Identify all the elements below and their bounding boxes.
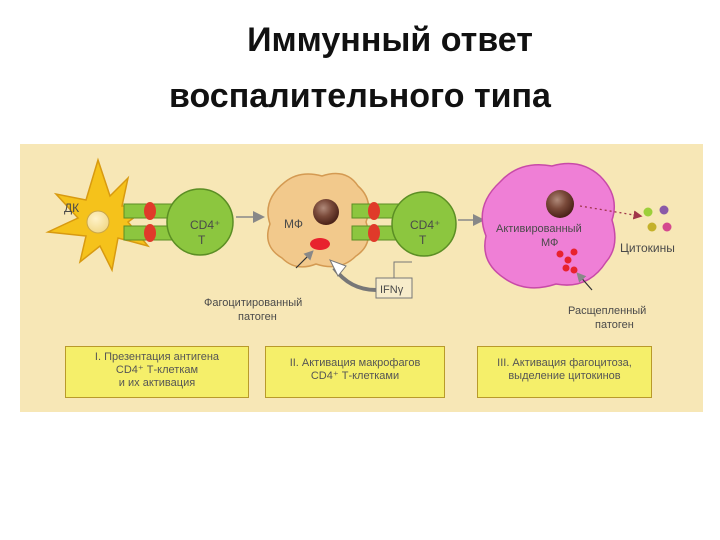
activated-macrophage <box>481 162 616 289</box>
ifn-gamma <box>328 259 413 299</box>
arrow-icon <box>576 272 593 291</box>
t-cell-2-label-a: CD4⁺ <box>410 218 440 232</box>
title-line-1: Иммунный ответ <box>247 21 533 59</box>
ifn-label: IFNγ <box>380 284 404 296</box>
title-line-2: воспалительного типа <box>169 77 551 115</box>
activated-mf-label-b: МФ <box>541 237 558 249</box>
stage-1-line-3: и их активация <box>118 377 196 389</box>
stage-box-2: II. Активация макрофагов CD4⁺ Т-клетками <box>265 346 445 398</box>
phago-label-b: патоген <box>238 311 277 323</box>
cytokines-label: Цитокины <box>620 241 675 255</box>
stage-1-line-1: I. Презентация антигена <box>94 351 220 363</box>
stage-2-line-1: II. Активация макрофагов <box>289 357 421 369</box>
dendritic-cell <box>45 157 153 273</box>
arrow-icon <box>295 250 314 269</box>
dc-t-cell-contact <box>123 202 173 242</box>
dc-label: ДК <box>64 201 79 215</box>
t-cell-2 <box>391 191 457 257</box>
stage-box-1: I. Презентация антигена CD4⁺ Т-клеткам и… <box>65 346 249 398</box>
stage-1-line-2: CD4⁺ Т-клеткам <box>115 364 199 376</box>
split-label-a: Расщепленный <box>568 305 646 317</box>
stage-3-line-2: выделение цитокинов <box>508 370 621 382</box>
macrophage-label: МФ <box>284 217 303 231</box>
t-cell-1 <box>166 188 234 256</box>
cytokine-dots <box>643 205 672 232</box>
stage-3-line-1: III. Активация фагоцитоза, <box>497 357 632 369</box>
t-cell-1-label-b: Т <box>198 233 206 247</box>
t-cell-1-label-a: CD4⁺ <box>190 218 220 232</box>
stage-2-line-2: CD4⁺ Т-клетками <box>310 370 400 382</box>
split-label-b: патоген <box>595 319 634 331</box>
stage-box-3: III. Активация фагоцитоза, выделение цит… <box>477 346 652 398</box>
phago-label-a: Фагоцитированный <box>204 297 302 309</box>
arrow-icon <box>579 205 643 220</box>
t-cell-2-label-b: Т <box>419 233 427 247</box>
macrophage <box>267 172 370 268</box>
activated-mf-label-a: Активированный <box>496 223 582 235</box>
